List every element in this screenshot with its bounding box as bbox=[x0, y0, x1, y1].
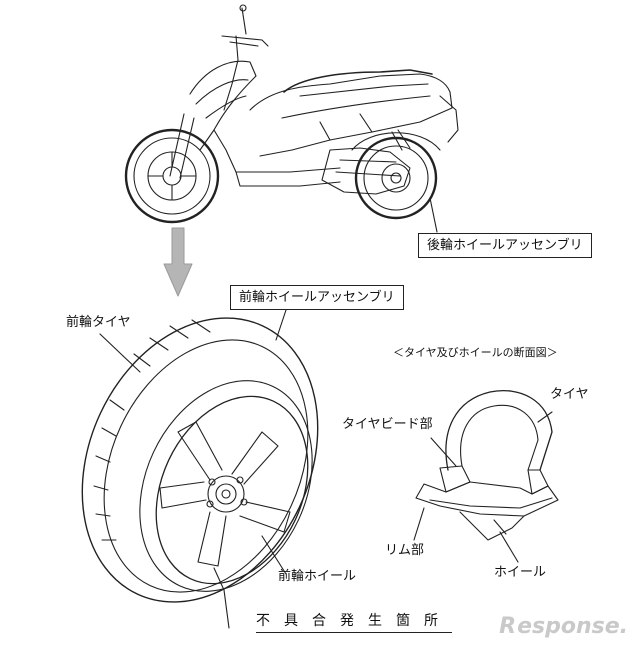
rear-wheel-assembly-label: 後輪ホイールアッセンブリ bbox=[418, 233, 592, 258]
tire-bead-label: タイヤビード部 bbox=[342, 417, 433, 432]
front-wheel-label: 前輪ホイール bbox=[278, 569, 357, 584]
front-wheel-assembly-label: 前輪ホイールアッセンブリ bbox=[230, 285, 404, 310]
watermark-text: esponse. bbox=[517, 614, 628, 639]
front-tire-label: 前輪タイヤ bbox=[66, 315, 131, 330]
response-watermark: Response. bbox=[499, 614, 628, 639]
down-arrow-icon bbox=[163, 227, 193, 297]
rim-label: リム部 bbox=[385, 543, 425, 558]
cross-section-title: ＜タイヤ及びホイールの断面図＞ bbox=[393, 346, 558, 359]
scooter-illustration bbox=[124, 4, 459, 224]
watermark-logo: R bbox=[499, 614, 517, 639]
defect-location-label: 不具合発生箇所 bbox=[256, 614, 452, 633]
wheel-label: ホイール bbox=[494, 565, 547, 580]
front-wheel-illustration bbox=[81, 317, 319, 603]
tire-label: タイヤ bbox=[550, 387, 589, 402]
section-illustration bbox=[415, 390, 559, 541]
